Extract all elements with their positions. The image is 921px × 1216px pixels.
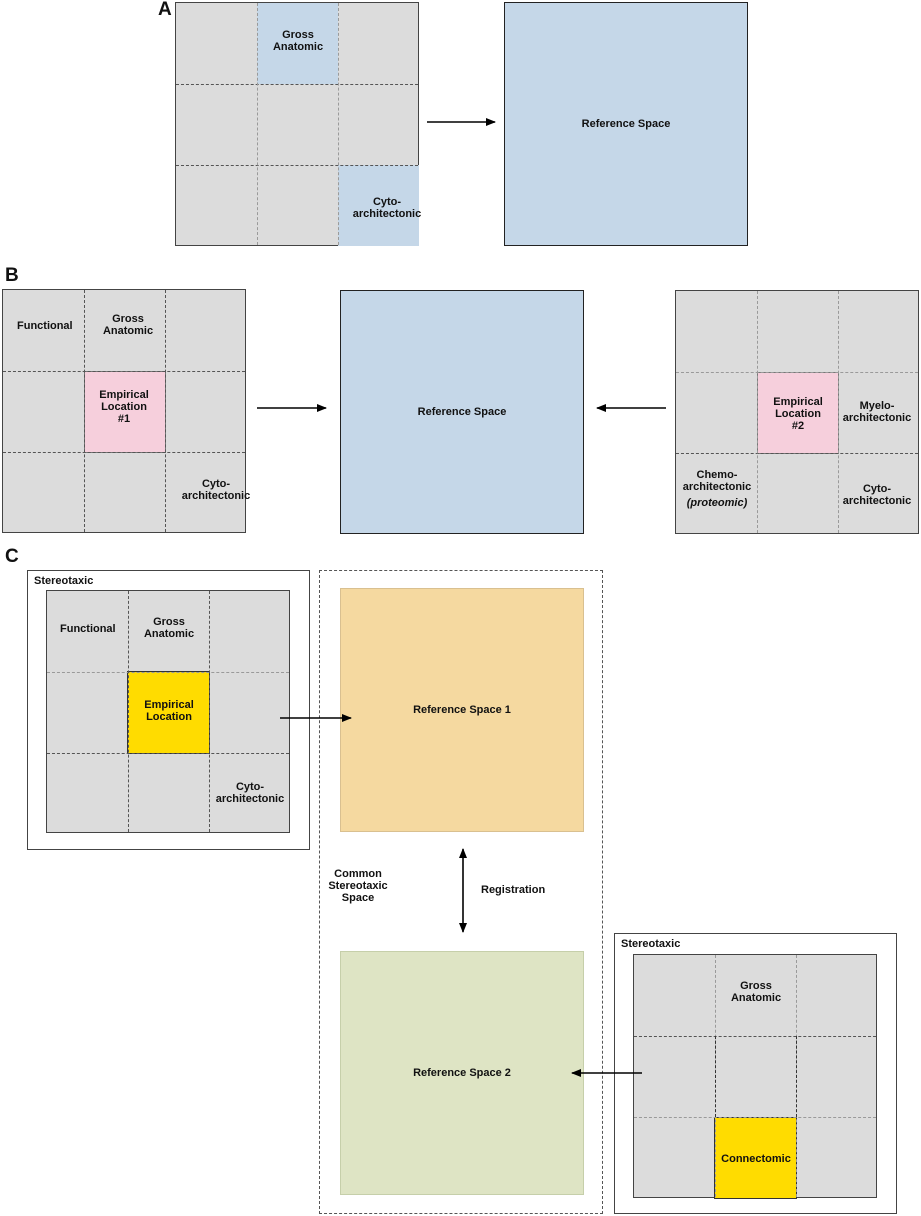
grid-line [634,1117,876,1118]
grid-line [209,591,210,832]
panel-b-right-grid: Empirical Location #2 Myelo- architecton… [675,290,919,534]
panel-b-reference-space: Reference Space [340,290,584,534]
panel-c-left-grid: Functional Gross Anatomic Empirical Loca… [46,590,290,833]
cyto-label: Cyto- architectonic [352,196,422,220]
grid-line [3,371,245,372]
reference-space-1: Reference Space 1 [340,588,584,832]
grid-line [257,3,258,245]
grid-line [838,291,839,533]
cyto-label: Cyto- architectonic [181,478,251,502]
panel-a-grid: Gross Anatomic Cyto- architectonic [175,2,422,246]
grid-line [176,165,418,166]
myelo-label: Myelo- architectonic [842,400,912,424]
empirical-location-2-label: Empirical Location #2 [773,396,823,432]
panel-c-letter: C [5,546,19,567]
stereotaxic-title: Stereotaxic [34,575,94,587]
panel-a-reference-space: Reference Space [504,2,748,246]
gross-anatomic-label: Gross Anatomic [143,616,195,640]
connectomic-cell [714,1117,797,1199]
panel-c-right-grid: Gross Anatomic Connectomic [633,954,877,1199]
grid-line [47,672,289,673]
functional-label: Functional [17,320,73,332]
grid-line [128,591,129,832]
grid-line [84,290,85,532]
chemo-label: Chemo- architectonic [682,469,752,493]
gross-anatomic-label: Gross Anatomic [730,980,782,1004]
grid-line [176,84,418,85]
gross-anatomic-cell [257,3,338,84]
common-stereotaxic-space-box [319,570,603,1214]
panel-b-left-grid: Functional Gross Anatomic Empirical Loca… [2,289,250,533]
grid-line [165,290,166,532]
panel-b-letter: B [5,265,19,286]
stereotaxic-title: Stereotaxic [621,938,681,950]
grid-line [338,3,339,245]
connectomic-label: Connectomic [721,1153,791,1165]
grid-line [3,452,245,453]
empirical-location-label: Empirical Location [144,699,194,723]
gross-anatomic-label: Gross Anatomic [102,313,154,337]
grid-line [676,372,918,373]
grid-line [757,291,758,533]
cyto-label: Cyto- architectonic [842,483,912,507]
cyto-label: Cyto- architectonic [215,781,285,805]
registration-label: Registration [481,884,546,896]
panel-a-letter: A [158,0,172,20]
common-stereotaxic-space-label: Common Stereotaxic Space [328,868,388,904]
grid-line [676,453,918,454]
grid-line [47,753,289,754]
dark-divider [715,1036,797,1117]
gross-anatomic-label: Gross Anatomic [272,29,324,53]
chemo-sub-label: (proteomic) [686,497,748,509]
grid-line [634,1036,876,1037]
functional-label: Functional [60,623,116,635]
empirical-location-1-label: Empirical Location #1 [99,389,149,425]
cyto-cell [338,165,419,246]
